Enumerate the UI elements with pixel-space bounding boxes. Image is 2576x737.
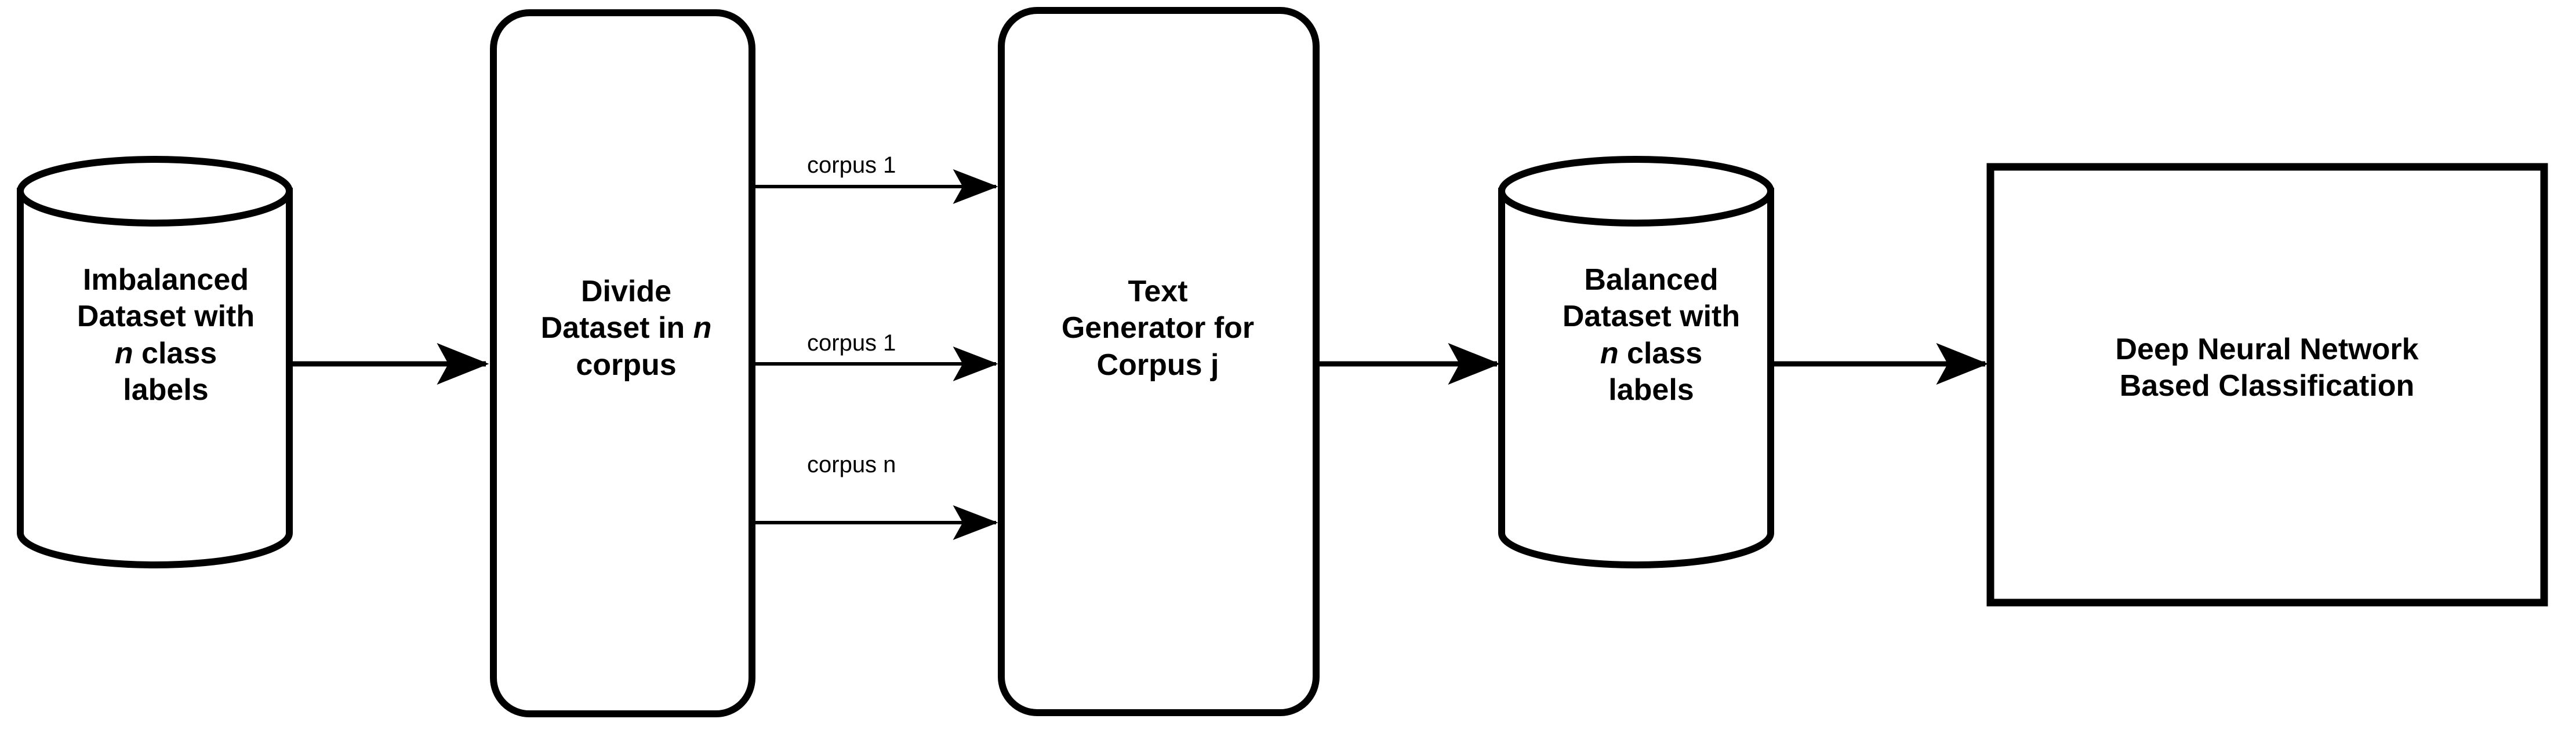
rectangle-dnn: [1986, 163, 2548, 607]
node-deep-neural-network[interactable]: [1986, 163, 2548, 607]
cylinder-top-ellipse: [1498, 156, 1774, 227]
cylinder-top-ellipse: [17, 156, 293, 227]
node-imbalanced-dataset[interactable]: [17, 156, 293, 568]
cylinder-body: [17, 188, 293, 568]
node-divide-dataset[interactable]: [490, 9, 755, 717]
edge-label-corpus-1-middle: corpus 1: [807, 330, 896, 356]
rounded-rectangle-generator: [998, 7, 1320, 716]
edge-label-corpus-n-bottom: corpus n: [807, 452, 896, 477]
cylinder-body: [1498, 188, 1774, 568]
node-text-generator[interactable]: [998, 7, 1320, 716]
rounded-rectangle-divide: [490, 9, 755, 717]
node-balanced-dataset[interactable]: [1498, 156, 1774, 568]
edge-label-corpus-1-top: corpus 1: [807, 152, 896, 178]
